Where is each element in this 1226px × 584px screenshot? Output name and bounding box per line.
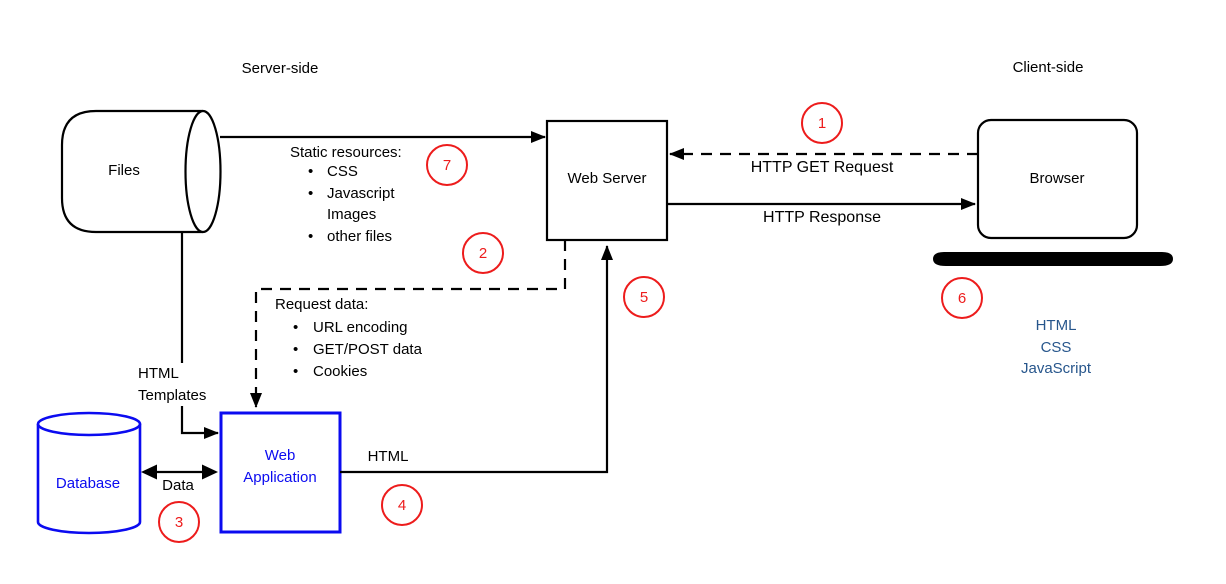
edge-request-data <box>250 240 567 408</box>
list-item: •GET/POST data <box>275 339 422 361</box>
bullet: • <box>293 363 299 380</box>
files-cylinder <box>60 109 222 234</box>
web-application-label: Web Application <box>243 445 316 488</box>
static-resources-annotation: Static resources: •CSS •Javascript Image… <box>290 144 402 248</box>
list-item: •URL encoding <box>275 317 422 339</box>
database-cylinder <box>36 411 142 535</box>
html-templates-label-line1: HTML <box>138 365 179 382</box>
browser-renders-javascript: JavaScript <box>1020 360 1092 377</box>
edge-html-templates <box>180 232 219 439</box>
list-item: •Cookies <box>275 361 422 383</box>
bullet: • <box>308 184 314 202</box>
browser-box <box>976 118 1139 240</box>
http-response-label: HTTP Response <box>763 209 881 226</box>
request-data-title: Request data: <box>275 296 369 313</box>
browser-renders-list: HTML CSS JavaScript <box>1021 315 1091 380</box>
html-templates-label-line2: Templates <box>138 386 207 404</box>
list-item: •other files <box>290 226 402 248</box>
browser-renders-css: CSS <box>1040 338 1072 356</box>
step-badge-4: 4 <box>381 484 423 526</box>
list-item: •Javascript <box>290 183 402 205</box>
bullet: • <box>308 163 314 180</box>
web-application-box <box>219 411 342 534</box>
browser-label: Browser <box>1029 170 1085 187</box>
web-server-box <box>545 119 669 242</box>
list-item: •CSS <box>290 161 402 183</box>
static-resources-title: Static resources: <box>290 144 402 161</box>
bullet: • <box>308 228 314 246</box>
server-side-label: Server-side <box>241 60 319 77</box>
bullet: • <box>293 319 299 336</box>
client-side-label: Client-side <box>1012 59 1084 76</box>
edge-data <box>141 464 218 480</box>
bullet: • <box>293 341 299 358</box>
list-item: Images <box>327 206 377 224</box>
step-badge-1: 1 <box>801 102 843 144</box>
step-badge-2: 2 <box>462 232 504 274</box>
web-server-label: Web Server <box>567 170 647 187</box>
web-application-label-line2: Application <box>243 468 317 486</box>
step-badge-5: 5 <box>623 276 665 318</box>
request-data-annotation: Request data: •URL encoding •GET/POST da… <box>275 296 422 383</box>
laptop-base <box>933 252 1173 266</box>
step-badge-7: 7 <box>426 144 468 186</box>
step-badge-3: 3 <box>158 501 200 543</box>
database-label: Database <box>55 475 121 492</box>
edge-html <box>340 245 613 474</box>
files-label: Files <box>108 162 140 179</box>
http-get-request-label: HTTP GET Request <box>750 159 894 176</box>
browser-renders-html: HTML <box>1035 317 1077 334</box>
step-badge-6: 6 <box>941 277 983 319</box>
html-label: HTML <box>367 448 409 465</box>
web-application-label-line1: Web <box>264 447 296 464</box>
data-label: Data <box>162 477 194 494</box>
html-templates-label: HTML Templates <box>136 363 209 406</box>
